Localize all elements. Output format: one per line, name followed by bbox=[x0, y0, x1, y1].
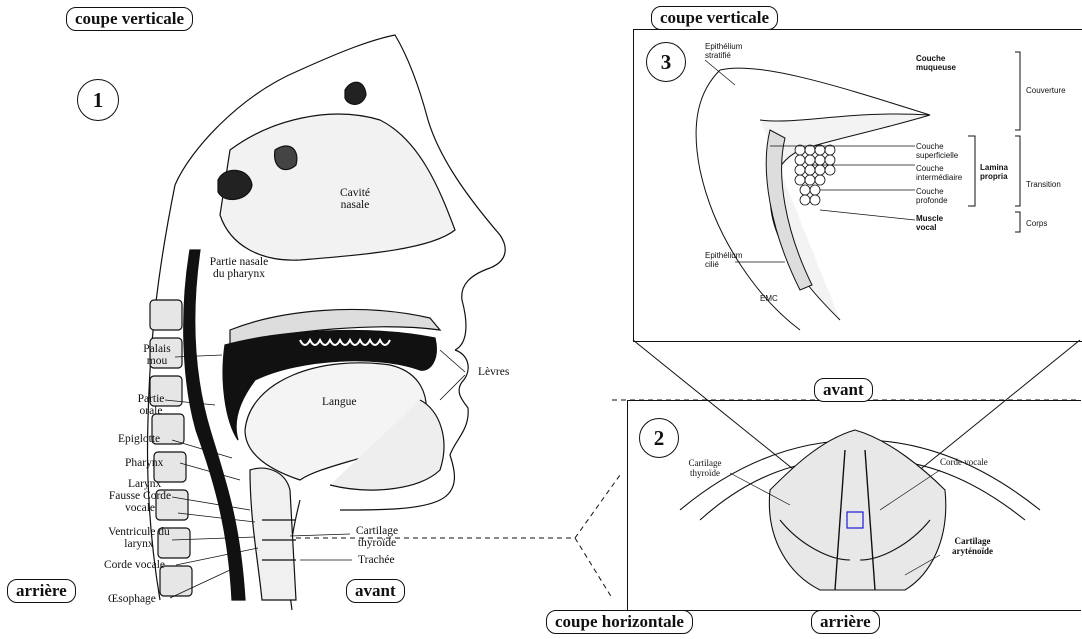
label-cartilage-arytenoide: Cartilage aryténoïde bbox=[945, 536, 1000, 556]
label-cartilage-thyroide-2: Cartilage thyroïde bbox=[680, 458, 730, 478]
label-couche-muqueuse: Couche muqueuse bbox=[916, 54, 966, 72]
label-pharynx: Pharynx bbox=[125, 457, 163, 469]
label-cavite-nasale: Cavité nasale bbox=[333, 187, 377, 211]
label-couche-superficielle: Couche superficielle bbox=[916, 142, 971, 160]
panel-3-frame bbox=[633, 29, 1082, 342]
label-couche-profonde: Couche profonde bbox=[916, 187, 966, 205]
bottom-back-label: arrière bbox=[811, 610, 880, 634]
label-epithelium-cilie: Epithélium cilié bbox=[705, 251, 750, 269]
label-langue: Langue bbox=[322, 396, 356, 408]
label-partie-orale: Partie orale bbox=[132, 393, 170, 417]
label-couche-intermediaire: Couche intermédiaire bbox=[916, 164, 971, 182]
label-corde-vocale: Corde vocale bbox=[104, 559, 165, 571]
label-ventricule: Ventricule du larynx bbox=[104, 526, 174, 550]
bottom-front-label: avant bbox=[814, 378, 873, 402]
label-transition: Transition bbox=[1026, 180, 1061, 189]
label-corde-vocale-2: Corde vocale bbox=[940, 458, 988, 467]
bottom-title: coupe horizontale bbox=[546, 610, 693, 634]
figure-number-1: 1 bbox=[77, 79, 119, 121]
label-epithelium-stratifie: Epithélium stratifié bbox=[705, 42, 757, 60]
label-trachee: Trachée bbox=[358, 554, 395, 566]
figure-number-2: 2 bbox=[639, 418, 679, 458]
label-corps: Corps bbox=[1026, 219, 1047, 228]
label-oesophage: Œsophage bbox=[108, 593, 156, 605]
label-palais-mou: Palais mou bbox=[138, 343, 176, 367]
label-fausse-corde: Fausse Corde vocale bbox=[104, 490, 176, 514]
top-right-title: coupe verticale bbox=[651, 6, 778, 30]
label-larynx: Larynx bbox=[128, 478, 161, 490]
label-cartilage-thyroide: Cartilage thyroïde bbox=[352, 525, 402, 549]
left-front-label: avant bbox=[346, 579, 405, 603]
label-lamina-propria: Lamina propria bbox=[980, 163, 1014, 181]
label-couverture: Couverture bbox=[1026, 86, 1066, 95]
label-muscle-vocal: Muscle vocal bbox=[916, 214, 956, 232]
head-sagittal-section bbox=[148, 35, 506, 610]
label-partie-nasale: Partie nasale du pharynx bbox=[204, 256, 274, 280]
figure-number-3: 3 bbox=[646, 42, 686, 82]
label-emc-logo: EMC bbox=[760, 294, 778, 303]
label-epiglotte: Epiglotte bbox=[118, 433, 160, 445]
left-back-label: arrière bbox=[7, 579, 76, 603]
label-levres: Lèvres bbox=[478, 366, 509, 378]
panel-2-frame bbox=[627, 400, 1081, 611]
left-title: coupe verticale bbox=[66, 7, 193, 31]
